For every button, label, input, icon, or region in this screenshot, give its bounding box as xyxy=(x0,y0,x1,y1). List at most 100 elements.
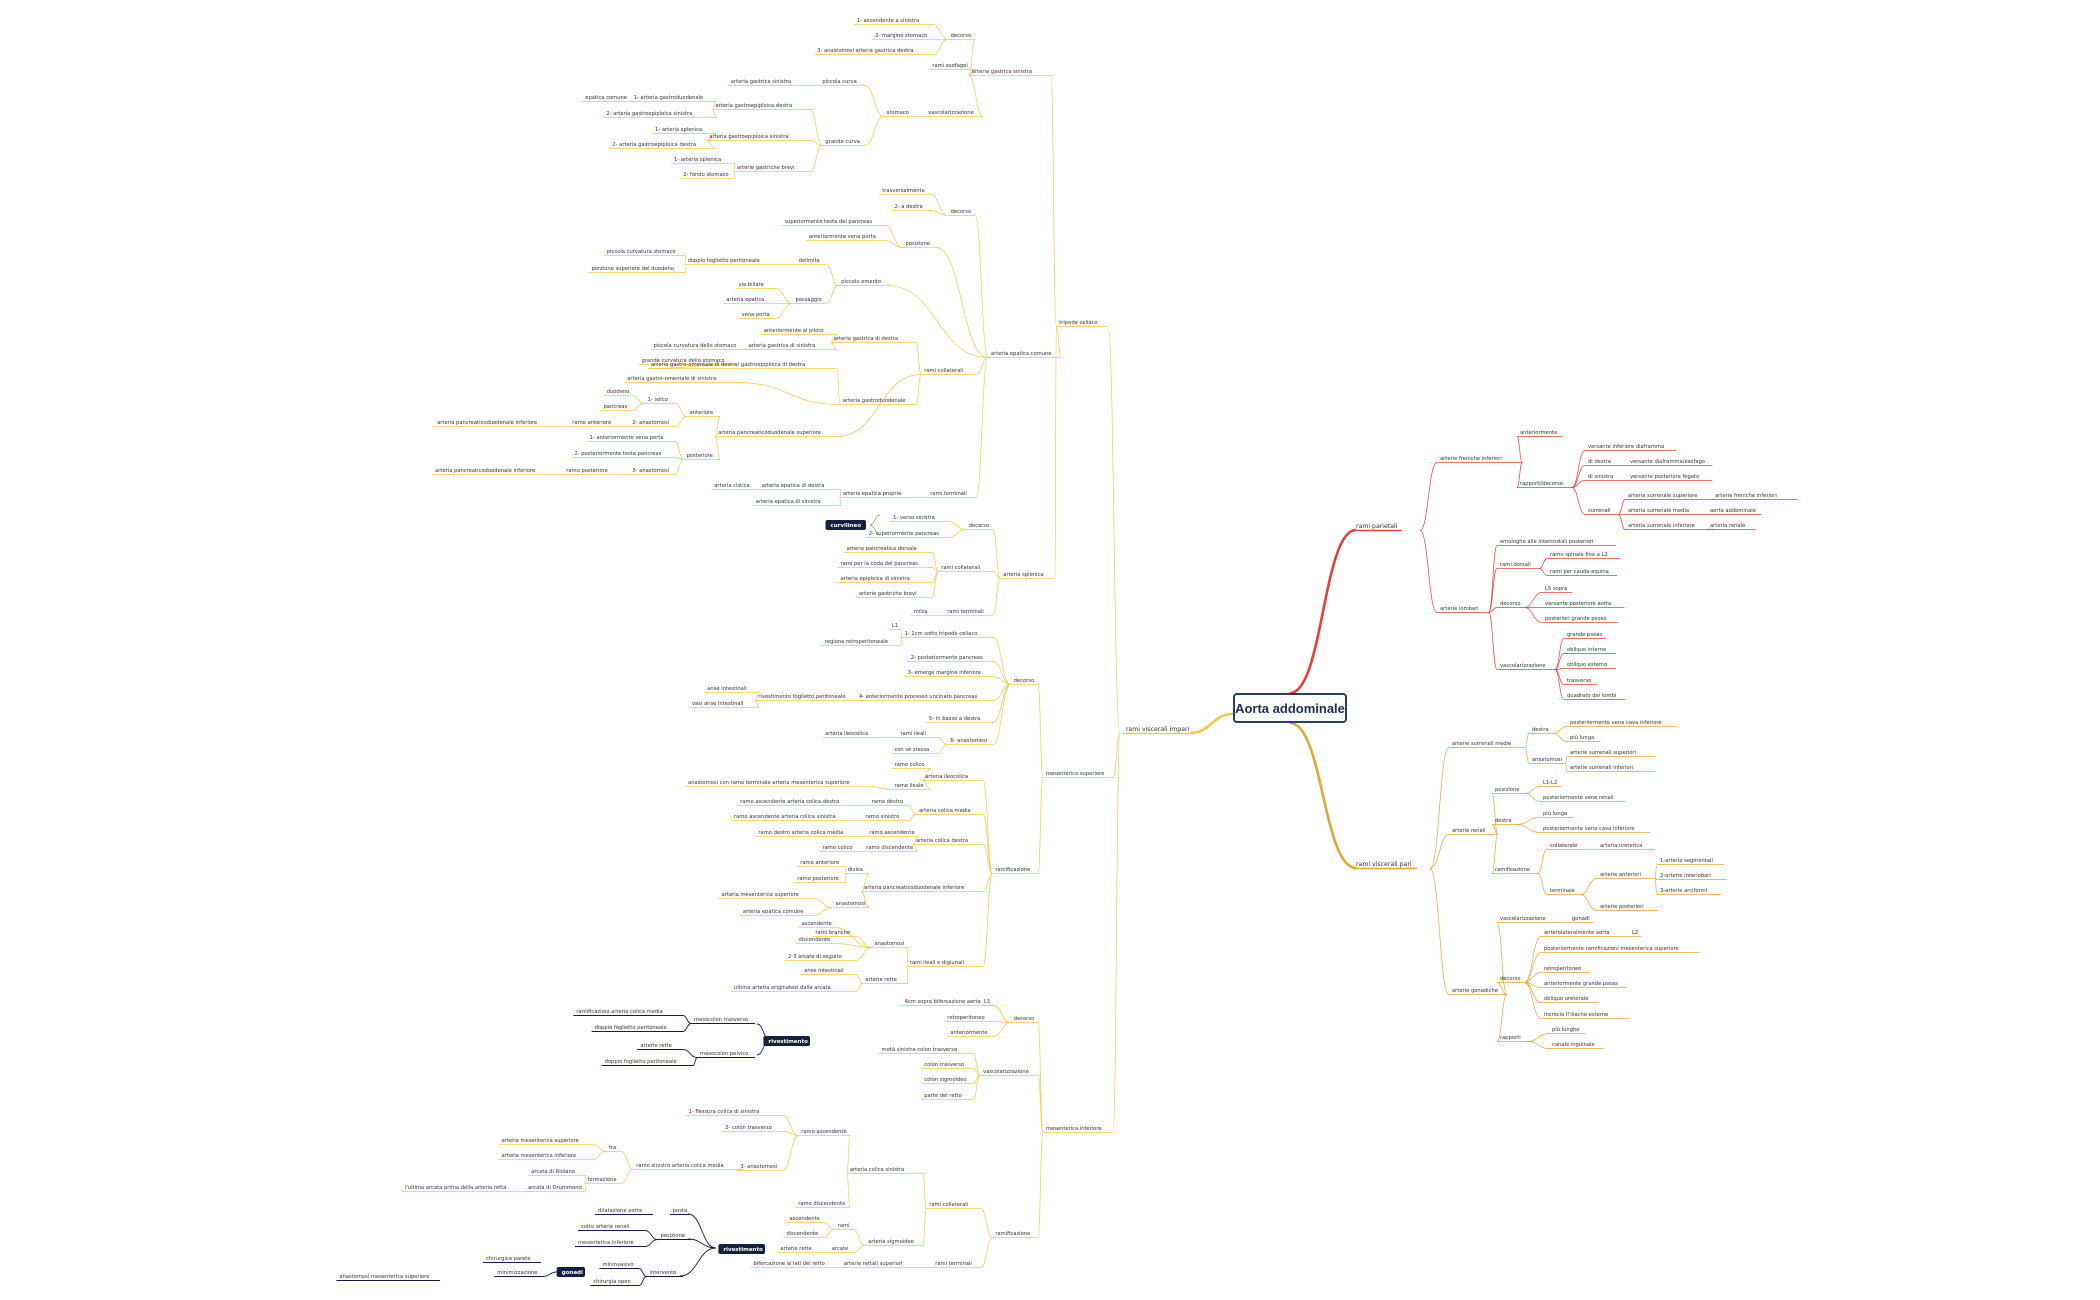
node-ms-d5[interactable]: 5- in basso a destra xyxy=(929,716,980,722)
node-ms-cm1[interactable]: ramo destro xyxy=(871,799,903,805)
node-ep-gd2[interactable]: arteria gastrica di sinistra xyxy=(749,343,816,349)
node-ep-ant[interactable]: anteriore xyxy=(690,410,714,416)
node-ep-post2[interactable]: 2- posteriormente testa pancreas xyxy=(574,451,661,457)
node-ep-p1[interactable]: via biliare xyxy=(738,282,763,288)
node-re-d2[interactable]: posteriormente vena cava inferiore xyxy=(1543,826,1635,832)
node-ep-ant2[interactable]: 2- anastomosi xyxy=(632,420,669,426)
node-ms-cm1a[interactable]: ramo ascendente arteria colica destra xyxy=(740,799,839,805)
node-ms-d1a[interactable]: L1 xyxy=(892,623,898,629)
node-ga-picc[interactable]: piccola curva xyxy=(822,79,856,85)
node-mi-v2[interactable]: colon trasverso xyxy=(924,1062,964,1068)
node-ms-d6b[interactable]: arteria ileocolica xyxy=(825,731,868,737)
node-ms-dg1a[interactable]: rami branche xyxy=(815,930,850,936)
node-ms-pdi2a[interactable]: arteria mesenterica superiore xyxy=(722,892,799,898)
node-ms-d4[interactable]: 4- anteriormente processo uncinato pancr… xyxy=(859,694,978,700)
node-mi-sg1b[interactable]: discendente xyxy=(786,1231,818,1237)
node-mi-p3-2a[interactable]: mininvasivo xyxy=(602,1262,633,1268)
node-mi-cs-asc2[interactable]: 2- colon trasverso xyxy=(725,1125,772,1131)
node-ep-post3a[interactable]: ramo posteriore xyxy=(566,468,608,474)
node-mi-p3-2[interactable]: intervento xyxy=(650,1270,677,1276)
node-lo-v2[interactable]: obliquo interno xyxy=(1567,647,1606,653)
node-fr-surr-inf-v[interactable]: arteria renale xyxy=(1710,523,1745,529)
node-mi-tra2[interactable]: arteria mesenterica inferiore xyxy=(502,1153,577,1159)
node-sm-d1[interactable]: posteriormente vena cava inferiore xyxy=(1570,720,1662,726)
node-ep-gd1[interactable]: anteriormente al piloro xyxy=(764,328,824,334)
node-mi-form1[interactable]: arcata di Riolano xyxy=(531,1169,575,1175)
node-mi-sg1[interactable]: rami xyxy=(838,1223,850,1229)
node-re-d1[interactable]: più lunga xyxy=(1543,810,1567,817)
node-ms-pdi[interactable]: arteria pancreaticoduodenale inferiore xyxy=(864,885,964,891)
node-mes-sup[interactable]: mesenterica superiore xyxy=(1046,771,1104,777)
node-ep-gastroduod[interactable]: arteria gastroduodenale xyxy=(843,398,906,404)
node-ep-delim[interactable]: delimita xyxy=(799,258,820,264)
node-fr-sx[interactable]: di sinistra xyxy=(1588,474,1613,480)
node-mi-cs-asc1[interactable]: 1- flessura colica di sinistra xyxy=(689,1109,760,1115)
node-lombari[interactable]: arterie lombari xyxy=(1440,606,1479,612)
node-ep-pos1[interactable]: superiormente testa del pancreas xyxy=(784,219,872,225)
node-ms-ileo2[interactable]: ramo ileale xyxy=(894,783,923,789)
node-lo-v5[interactable]: quadrato dei lombi xyxy=(1567,693,1616,699)
node-ms-dg1[interactable]: anastomosi xyxy=(875,941,905,947)
node-re-coll[interactable]: collaterale xyxy=(1550,843,1577,849)
node-go-l2[interactable]: L2 xyxy=(1632,930,1638,936)
node-mi-rett1[interactable]: biforcazione ai lati del retto xyxy=(754,1261,825,1267)
node-mi-p3-1a[interactable]: chirurgica parete xyxy=(486,1256,530,1262)
pill-mi_pill2[interactable] xyxy=(718,1244,765,1254)
node-ep-gastr-dx[interactable]: arteria gastrica di destra xyxy=(834,336,898,342)
node-mi-d2[interactable]: retroperitoneo xyxy=(947,1015,984,1021)
node-lo-vers-aorta[interactable]: versante posteriore aorta xyxy=(1545,601,1611,607)
node-ep-gdu1a[interactable]: grande curvatura dello stomaco xyxy=(642,358,725,364)
node-ga-picc-1[interactable]: arteria gastrica sinistra xyxy=(731,79,791,85)
root-node[interactable]: Aorta addominale xyxy=(1233,693,1347,723)
node-sm-a2[interactable]: arterie surrenali inferiori xyxy=(1570,765,1633,771)
node-mi-pill-a[interactable]: mesocolon trasverso xyxy=(694,1017,748,1023)
node-ep-post3b[interactable]: arteria pancreaticoduodenale inferiore xyxy=(435,468,535,474)
node-ms-cd1[interactable]: ramo ascendente xyxy=(869,830,914,836)
node-lo-origine[interactable]: omologhe alle intercostali posteriori xyxy=(1500,539,1594,545)
node-go-d3[interactable]: retroperitoneo xyxy=(1544,966,1581,972)
node-ms-d4b[interactable]: anse intestinali xyxy=(707,686,747,692)
node-ga-esof[interactable]: rami esofagei xyxy=(932,63,967,69)
node-ep-propria[interactable]: arteria epatica propria xyxy=(843,491,901,497)
node-re-term[interactable]: terminale xyxy=(1550,888,1575,894)
node-re-destra[interactable]: destra xyxy=(1495,818,1512,824)
node-ms-d2[interactable]: 2- posteriormente pancreas xyxy=(911,655,983,661)
node-ms-pdi1[interactable]: divisa xyxy=(848,867,863,873)
node-ms-dg2a[interactable]: anse intestinali xyxy=(804,968,844,974)
node-go-r1[interactable]: più lunghe xyxy=(1552,1026,1579,1033)
node-mi-p3-2b[interactable]: chirurgia open xyxy=(593,1279,631,1285)
node-go-d4[interactable]: anteriormente grande psoas xyxy=(1544,981,1618,987)
node-sp-c1[interactable]: arteria pancreatica dorsale xyxy=(847,546,917,552)
node-mi-p2-1[interactable]: posta xyxy=(673,1208,687,1214)
node-re-seg2[interactable]: 2-arterie interlobari xyxy=(1660,873,1711,879)
node-ms-dg1d[interactable]: 2-3 arcate di seguito xyxy=(788,954,842,960)
node-mi-v4[interactable]: parte del retto xyxy=(924,1093,962,1099)
node-ms-digiun[interactable]: rami ileali e digiunali xyxy=(910,960,964,966)
node-ep-post1[interactable]: 1- anteriormente vena porta xyxy=(590,435,664,441)
node-go-d2[interactable]: posteriormente ramificazioni mesenterica… xyxy=(1544,946,1679,952)
node-ms-pdi2b[interactable]: arteria epatica comune xyxy=(743,909,804,915)
node-ep-ant2b[interactable]: arteria pancreaticoduodenale inferiore xyxy=(437,420,537,426)
node-ms-cm2a[interactable]: ramo ascendente arteria colica sinistra xyxy=(734,814,836,820)
node-mi-d1a[interactable]: 4cm sopra biforcazione aorta xyxy=(905,999,981,1005)
node-freniche-ant[interactable]: anteriormente xyxy=(1520,430,1557,436)
node-ms-d3[interactable]: 3- emerge margine inferiore xyxy=(908,670,981,676)
node-ga-decorso[interactable]: decorso xyxy=(951,33,972,39)
node-lo-l5[interactable]: L5 sopra xyxy=(1545,586,1567,592)
node-mi-p2-2[interactable]: posizione xyxy=(661,1233,685,1239)
node-sm-d2[interactable]: più lunga xyxy=(1570,734,1594,741)
node-ms-d4a[interactable]: rivestimento foglietto peritoneale xyxy=(758,694,845,700)
node-mi-cs-asc3[interactable]: 3- anastomosi xyxy=(740,1164,777,1170)
node-sm-destra[interactable]: destra xyxy=(1532,727,1549,733)
node-fr-ven1[interactable]: versante inferiore diaframma xyxy=(1588,444,1664,450)
node-mi-p2-2a[interactable]: sotto arterie renali xyxy=(581,1224,629,1230)
node-mi-d3[interactable]: anteriormente xyxy=(950,1030,987,1036)
node-mi-d1[interactable]: L3 xyxy=(984,999,990,1005)
node-sm-a1[interactable]: arterie surrenali superiori xyxy=(1570,750,1636,756)
node-fr-surr-inf[interactable]: arteria surrenale inferiore xyxy=(1628,523,1695,529)
node-vimp[interactable]: rami viscerali impari xyxy=(1126,726,1190,733)
node-ep-rapp[interactable]: piccolo omento xyxy=(841,279,881,285)
node-lo-cauda[interactable]: rami per cauda equina xyxy=(1550,569,1609,575)
node-ms-dg2[interactable]: arterie rette xyxy=(865,977,896,983)
node-ga-vasc[interactable]: vascolarizzazione xyxy=(928,110,974,116)
